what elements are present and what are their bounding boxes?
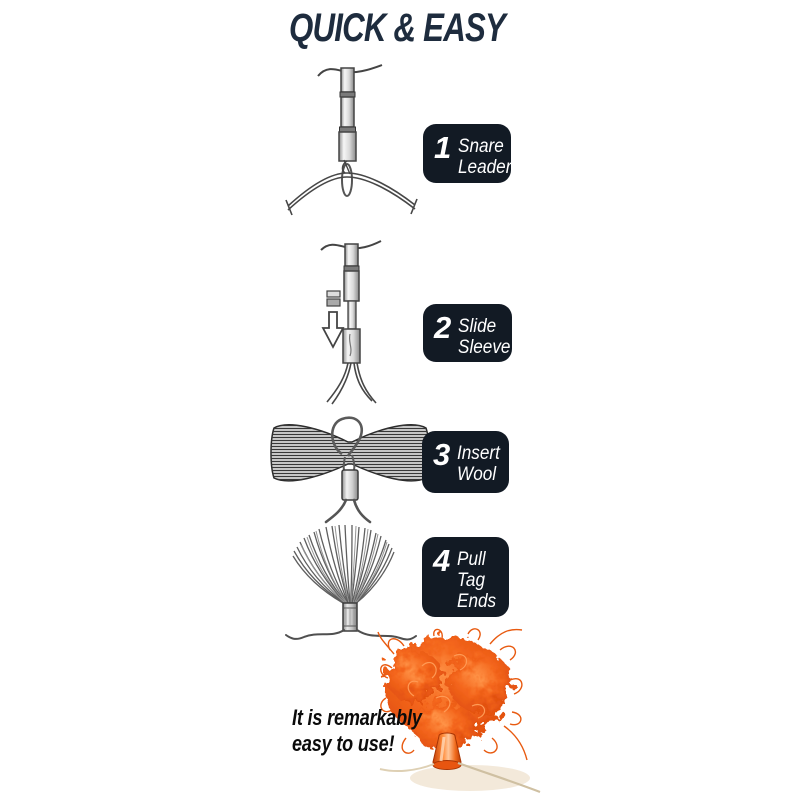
step-1-label: Snare Leader <box>458 135 512 178</box>
step-2-label: Slide Sleeve <box>458 315 511 358</box>
orange-wool-tuft <box>377 628 541 794</box>
insert-wool-drawing <box>270 416 430 524</box>
step-3-label: Insert Wool <box>457 442 501 485</box>
step-4-number: 4 <box>433 543 450 578</box>
step-2-number: 2 <box>434 310 451 345</box>
step-4-label: Pull Tag Ends <box>457 548 497 612</box>
step-1-badge: 1 Snare Leader <box>423 124 512 183</box>
small-sleeve-icon <box>326 290 341 307</box>
illustration-snare-leader <box>284 56 419 228</box>
slide-sleeve-drawing <box>320 240 382 405</box>
tagline-text: It is remarkably easy to use! <box>292 705 422 756</box>
wool-indicator-image <box>377 628 550 800</box>
down-arrow-icon <box>321 311 345 349</box>
illustration-pull-tag-ends <box>282 517 420 651</box>
illustration-slide-sleeve <box>293 236 418 408</box>
step-4-badge: 4 Pull Tag Ends <box>422 537 509 617</box>
snare-tool-drawing <box>285 64 418 216</box>
step-3-badge: 3 Insert Wool <box>422 431 509 493</box>
page-title: QUICK & EASY <box>289 6 506 50</box>
pull-tag-ends-drawing <box>285 524 417 641</box>
indicator-sleeve <box>432 732 462 770</box>
step-1-number: 1 <box>434 130 451 165</box>
illustration-insert-wool <box>268 412 432 526</box>
step-2-badge: 2 Slide Sleeve <box>423 304 512 362</box>
step-3-number: 3 <box>433 437 450 472</box>
